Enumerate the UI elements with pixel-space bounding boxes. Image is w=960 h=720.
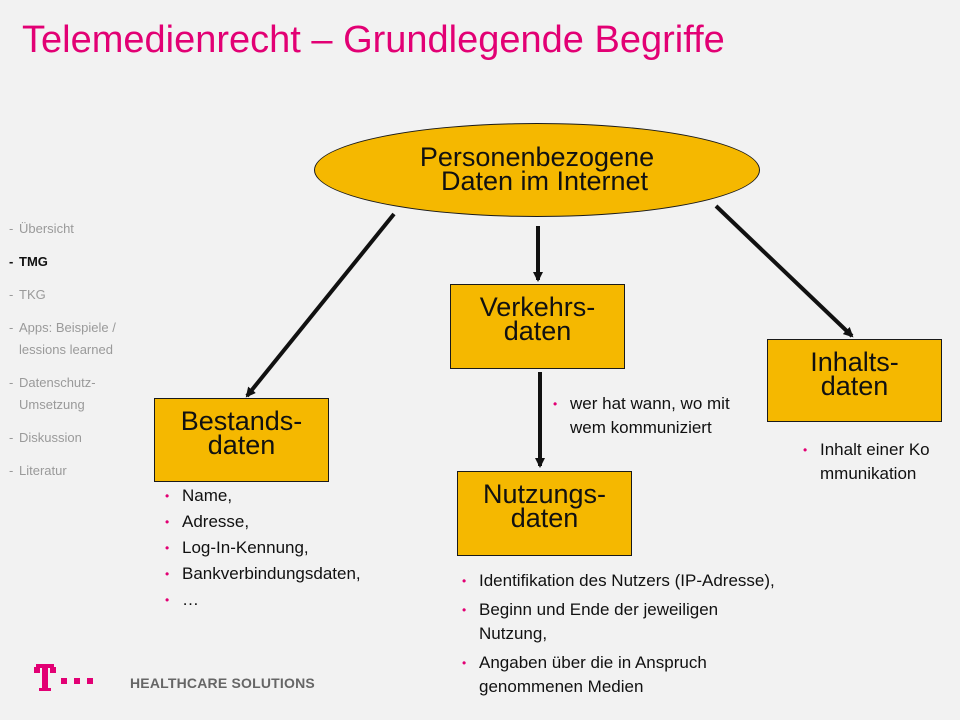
sidebar-item-tkg[interactable]: TKG <box>9 284 144 306</box>
sidebar-item-diskussion[interactable]: Diskussion <box>9 427 144 449</box>
root-node-label: Personenbezogene Daten im Internet <box>419 142 655 196</box>
footer-brand: HEALTHCARE SOLUTIONS <box>130 675 315 691</box>
list-item: Name, <box>162 484 390 508</box>
verkehrsdaten-bullets: wer hat wann, wo mit wem kommuniziert <box>550 392 750 440</box>
sidebar-item-uebersicht[interactable]: Übersicht <box>9 218 144 240</box>
sidebar-nav: Übersicht TMG TKG Apps: Beispiele / less… <box>9 218 144 493</box>
node-nutzungsdaten-label: Nutzungs- daten <box>482 479 607 533</box>
list-item: Bankverbindungsdaten, <box>162 562 390 586</box>
sidebar-item-tmg[interactable]: TMG <box>9 251 144 273</box>
list-item: Inhalt einer Kommunikation <box>800 438 940 486</box>
sidebar-item-datenschutz[interactable]: Datenschutz-Umsetzung <box>9 372 144 416</box>
list-item: … <box>162 588 390 612</box>
sidebar-item-apps[interactable]: Apps: Beispiele / lessions learned <box>9 317 144 361</box>
node-verkehrsdaten: Verkehrs- daten <box>450 284 625 369</box>
list-item: Beginn und Ende der jeweiligen Nutzung, <box>459 598 789 646</box>
list-item: Log-In-Kennung, <box>162 536 390 560</box>
bestandsdaten-bullets: Name, Adresse, Log-In-Kennung, Bankverbi… <box>162 484 390 614</box>
node-inhaltsdaten: Inhalts- daten <box>767 339 942 422</box>
root-node: Personenbezogene Daten im Internet <box>314 123 760 217</box>
sidebar-item-literatur[interactable]: Literatur <box>9 460 144 482</box>
list-item: Identifikation des Nutzers (IP-Adresse), <box>459 569 789 593</box>
telekom-t-logo-icon <box>34 664 93 691</box>
node-inhaltsdaten-label: Inhalts- daten <box>810 347 899 401</box>
node-bestandsdaten-label: Bestands- daten <box>180 406 303 460</box>
list-item: Adresse, <box>162 510 390 534</box>
node-nutzungsdaten: Nutzungs- daten <box>457 471 632 556</box>
list-item: wer hat wann, wo mit wem kommuniziert <box>550 392 750 440</box>
node-verkehrsdaten-label: Verkehrs- daten <box>479 292 596 346</box>
slide-title: Telemedienrecht – Grundlegende Begriffe <box>22 19 725 61</box>
list-item: Angaben über die in Anspruch genommenen … <box>459 651 789 699</box>
edge-root-bestand <box>245 212 396 398</box>
edge-root-inhalt <box>714 204 854 338</box>
node-bestandsdaten: Bestands- daten <box>154 398 329 482</box>
inhaltsdaten-bullets: Inhalt einer Kommunikation <box>800 438 940 486</box>
nutzungsdaten-bullets: Identifikation des Nutzers (IP-Adresse),… <box>459 569 789 704</box>
